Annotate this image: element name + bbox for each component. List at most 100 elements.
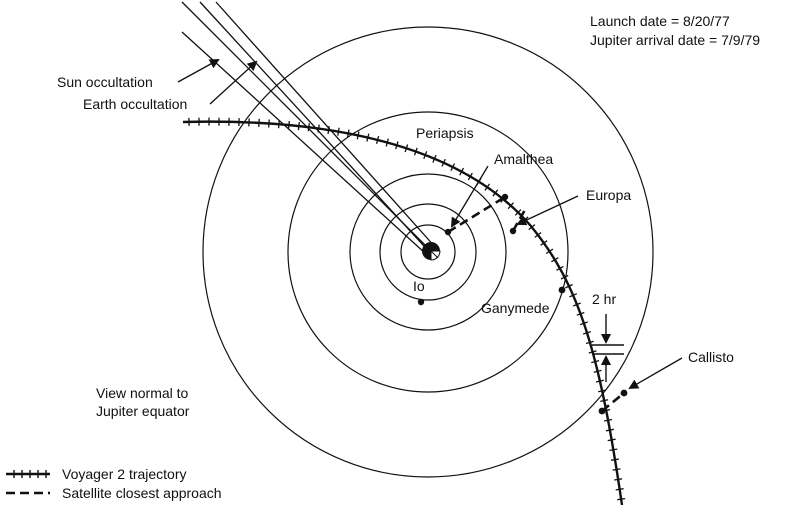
view-normal-label-line2: Jupiter equator [96,403,190,419]
trajectory-tick [484,183,491,191]
trajectory-tick [395,141,399,150]
europa-approach [511,207,528,232]
trajectory-tick [609,448,618,452]
earth-occultation-leader [209,60,258,105]
two-hr-label: 2 hr [592,291,616,307]
launch-date-label: Launch date = 8/20/77 [590,13,730,29]
trajectory-tick [492,189,499,197]
occultation-rays [181,1,437,255]
trajectory-tick [595,379,604,383]
trajectory-tick [467,172,473,181]
trajectory-tick [607,438,616,442]
europa-dot [509,227,517,235]
view-normal-label-line1: View normal to [96,385,189,401]
trajectory-tick [565,283,573,289]
io-label: Io [413,278,425,294]
io-orbit [379,203,477,301]
trajectory-tick [588,350,597,354]
callisto-orbit [202,26,654,478]
trajectory-tick [450,163,456,171]
trajectory-tick [600,399,609,403]
trajectory-tick [514,209,522,216]
two-hour-interval [592,314,624,382]
trajectory-tick [423,151,428,160]
arrival-date-label: Jupiter arrival date = 7/9/79 [590,32,760,48]
trajectory-tick [617,497,626,501]
trajectory-tick [375,135,380,144]
trajectory-tick [287,121,290,130]
trajectory-tick [615,488,624,491]
trajectory-tick [307,123,310,132]
trajectory-tick [612,468,621,471]
sun-occultation-label: Sun occultation [57,74,153,90]
trajectory-tick [603,418,613,422]
trajectory-tick [528,224,536,231]
trajectory-tick [545,248,554,255]
ganymede-orbit [287,111,569,393]
amalthea-approach [447,195,506,234]
closest-approach-lines [447,195,625,413]
trajectory-tick [366,133,370,142]
amalthea-label: Amalthea [494,151,553,167]
trajectory-tick [346,129,350,138]
trajectory-tick [337,127,340,136]
trajectory-tick [576,311,585,316]
callisto-encounter-dot [598,407,606,415]
trajectory-tick [585,340,594,345]
trajectory-tick [413,147,418,156]
ganymede-label: Ganymede [481,300,550,316]
trajectory-tick [268,119,270,128]
trajectory-tick [356,131,360,140]
trajectory-tick [579,321,588,326]
trajectory-tick [404,144,409,153]
amalthea-leader [450,165,489,228]
trajectory-tick [572,302,581,307]
legend: Voyager 2 trajectory Satellite closest a… [6,466,222,501]
trajectory-tick [327,126,330,135]
ray-2 [215,1,437,249]
trajectory-tick [569,293,578,298]
callisto-label: Callisto [688,349,734,365]
trajectory-tick [551,257,559,263]
trajectory-tick [614,478,623,481]
ganymede-encounter-dot [558,286,566,294]
trajectory-tick [432,154,437,163]
amalthea-encounter-dot [501,193,509,201]
callisto-leader [628,357,683,389]
callisto-approach [601,391,625,413]
trajectory-tick [534,231,542,238]
trajectory-tick [598,389,607,393]
legend-closest-approach-label: Satellite closest approach [62,485,222,501]
europa-leader [516,195,579,226]
trajectory-tick [441,158,446,167]
trajectory-tick [317,124,320,133]
ray-4 [199,1,425,247]
amalthea-dot [444,228,452,236]
callisto-dot [620,389,628,397]
trajectory-tick [507,202,514,210]
periapsis-label: Periapsis [416,125,474,141]
europa-orbit [349,173,507,331]
trajectory-tick [610,458,620,461]
satellite-markers [417,193,628,415]
earth-occultation-label: Earth occultation [83,96,187,112]
voyager2-trajectory [182,120,624,506]
sun-occultation-leader [177,59,220,83]
trajectory-tick [605,428,614,432]
trajectory-tick [593,369,602,373]
europa-label: Europa [586,187,631,203]
jupiter [422,242,441,261]
leader-lines [177,59,683,389]
ray-3 [181,31,427,255]
trajectory-tick [591,359,600,364]
trajectory-tick [583,330,591,335]
trajectory-tick [277,120,280,129]
trajectory-tick [459,167,465,176]
orbit-rings [202,26,654,478]
trajectory-tick [556,265,564,271]
amalthea-orbit [400,224,456,280]
trajectory-ticks [188,117,626,501]
trajectory-tick [540,240,548,246]
trajectory-tick [560,274,569,280]
